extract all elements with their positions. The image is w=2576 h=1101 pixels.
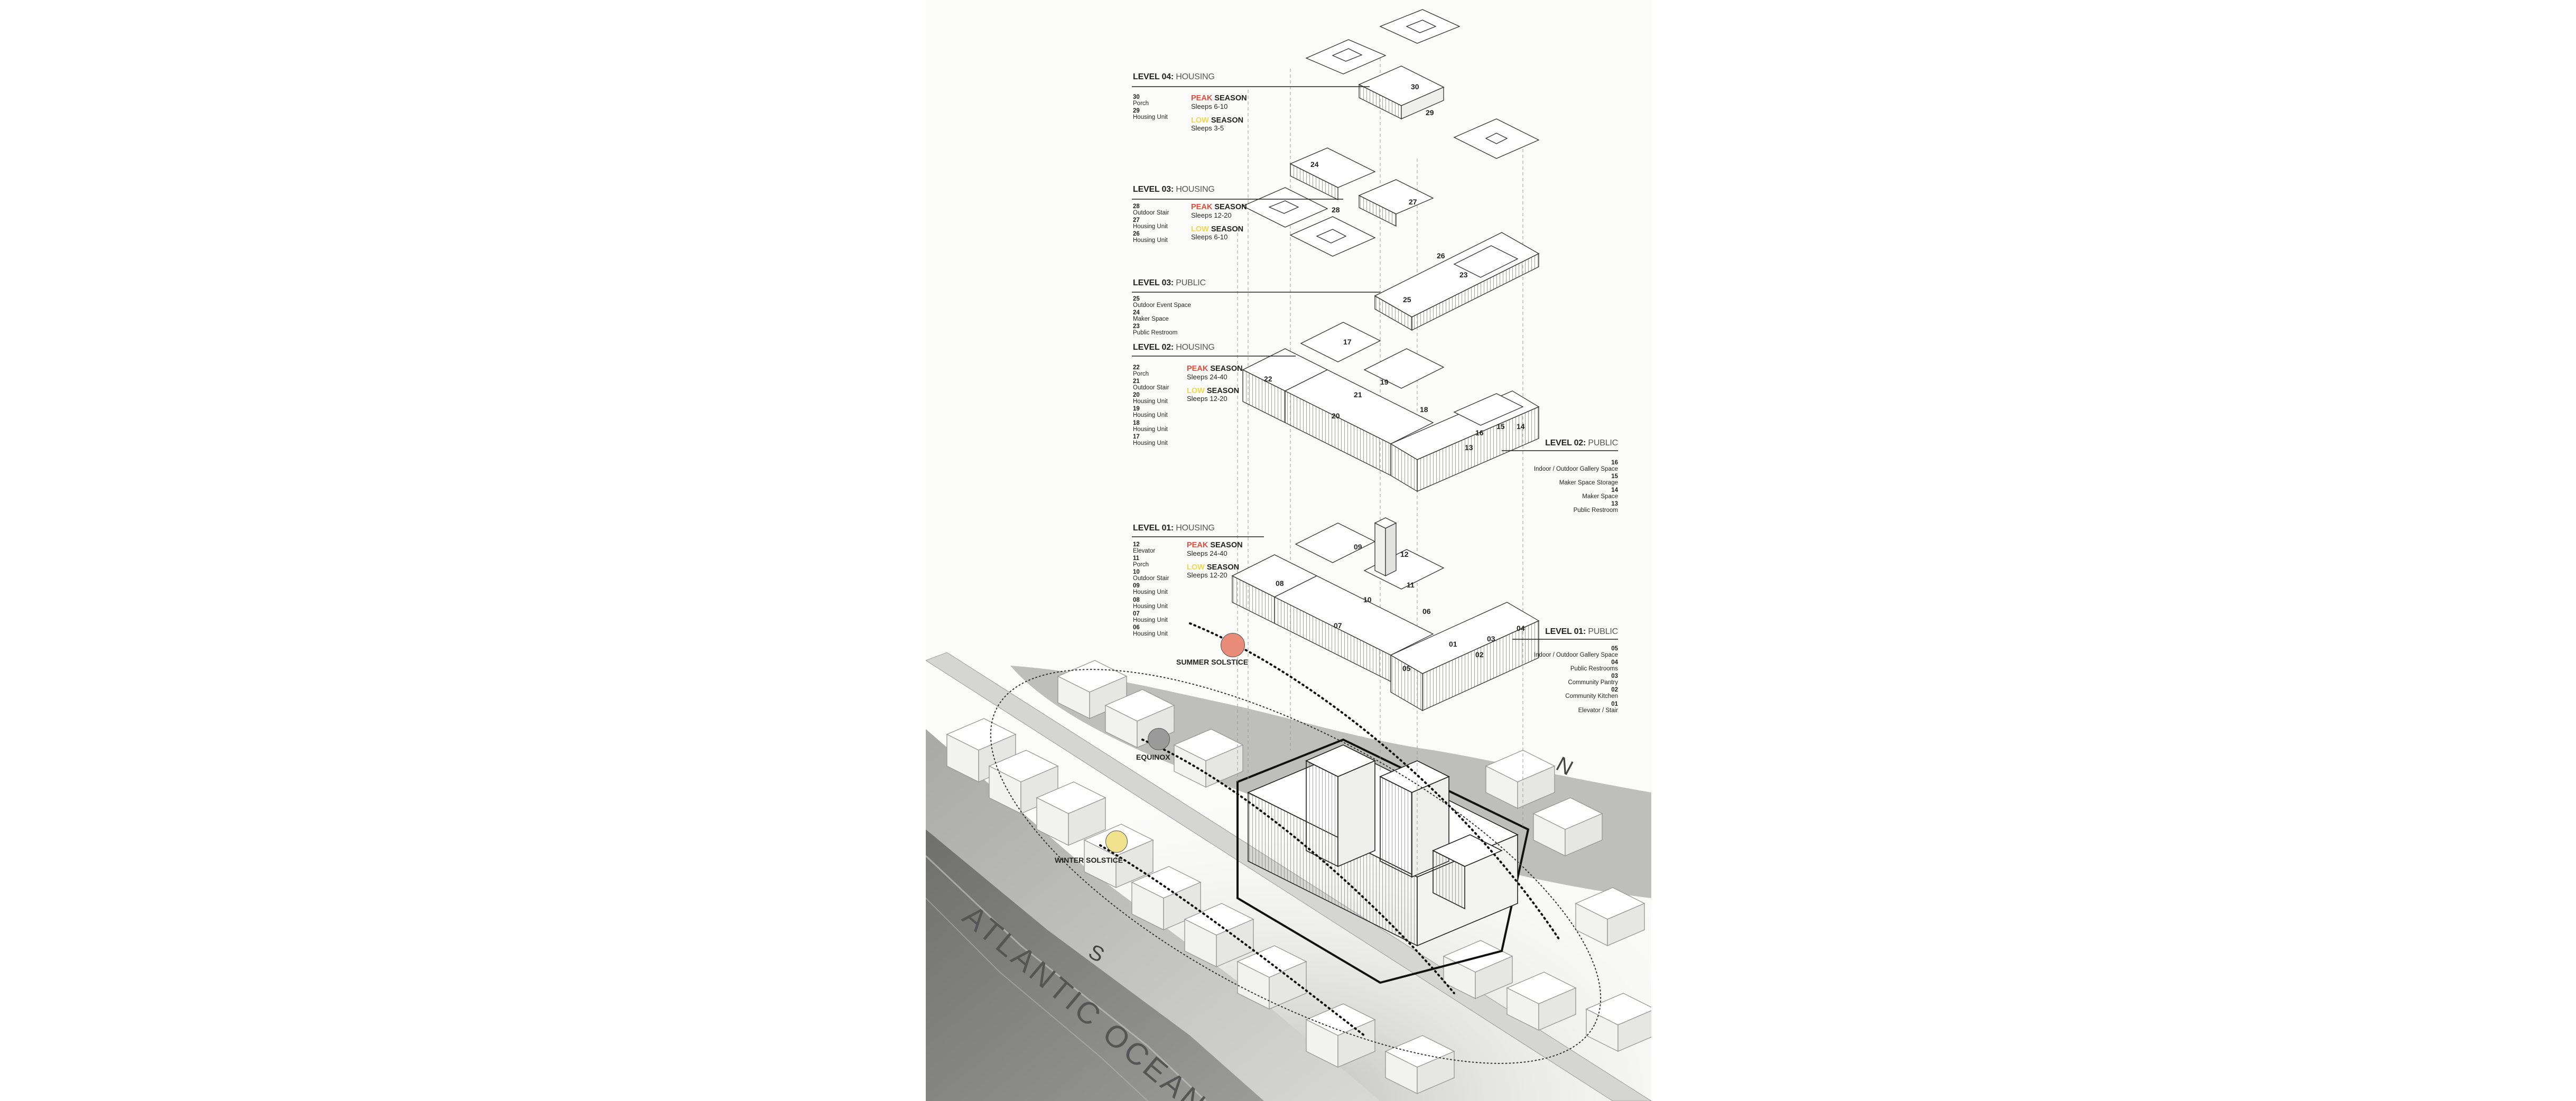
plan-number: 14 [1517,422,1525,431]
plan-number: 15 [1496,422,1505,431]
leader-lines [1132,86,1618,640]
plan-number: 06 [1422,607,1431,615]
axonometric-drawing: N S [926,9,1651,1101]
plan-number: 21 [1354,390,1362,399]
plan-number: 23 [1459,270,1468,279]
plan-number: 12 [1400,550,1409,558]
plan-number: 28 [1332,206,1340,214]
summer-solstice-label: SUMMER SOLSTICE [1176,658,1249,666]
plan-number: 29 [1426,108,1434,117]
plan-number: 30 [1411,82,1419,91]
plan-number: 25 [1403,295,1411,304]
equinox-sun-marker [1148,728,1170,750]
winter-sun-marker [1105,831,1128,853]
plan-number: 09 [1354,543,1362,551]
level-01-public-legend: LEVEL 01: PUBLIC [1545,627,1618,636]
level-03-season-block: PEAK SEASON Sleeps 12-20 LOW SEASON Slee… [1191,203,1247,241]
equinox-label: EQUINOX [1136,753,1170,761]
winter-arc [1099,844,1365,1037]
site-boundary [1236,738,1530,984]
plan-number: 27 [1409,198,1417,206]
ocean [926,829,1264,1101]
plan-number: 16 [1475,428,1484,437]
level-02-public-legend: LEVEL 02: PUBLIC [1545,438,1618,447]
plan-number: 10 [1363,595,1372,604]
level-03-public-plan [1374,232,1540,331]
level-03-housing-plan [1242,118,1540,257]
plan-number: 01 [1449,640,1457,648]
plan-number: 08 [1276,579,1284,587]
plan-number: 26 [1437,251,1445,260]
level-01-plan [1231,517,1540,712]
plan-number: 13 [1465,443,1473,452]
level-title: LEVEL 04: HOUSING [1133,72,1215,81]
horizon-ellipse [990,669,1602,1064]
plan-number: 11 [1407,581,1415,589]
winter-solstice-label: WINTER SOLSTICE [1055,856,1123,864]
plan-number: 04 [1517,624,1525,632]
level-04-housing-legend: LEVEL 04: HOUSING [1133,72,1215,82]
level-04-plan [1305,9,1461,120]
plan-number: 19 [1380,378,1389,386]
level-02-plan [1242,322,1540,492]
level-02-housing-legend: LEVEL 02: HOUSING [1133,343,1215,352]
context-houses [946,660,1651,1095]
plan-number: 22 [1264,375,1272,383]
plan-number: 02 [1475,650,1484,659]
level-04-season-block: PEAK SEASON Sleeps 6-10 LOW SEASON Sleep… [1191,94,1247,133]
plan-number: 24 [1310,160,1319,169]
level-03-housing-legend: LEVEL 03: HOUSING [1133,185,1215,194]
level-01-season-block: PEAK SEASON Sleeps 24-40 LOW SEASON Slee… [1187,541,1243,580]
summer-sun-marker [1221,633,1245,657]
plan-number: 17 [1343,338,1352,346]
level-02-season-block: PEAK SEASON Sleeps 24-40 LOW SEASON Slee… [1187,365,1243,403]
plan-number: 05 [1402,664,1411,673]
plan-number: 03 [1487,635,1495,643]
plan-number: 07 [1334,621,1342,630]
level-01-housing-legend: LEVEL 01: HOUSING [1133,524,1215,533]
plan-number: 18 [1420,405,1428,414]
equinox-arc [1141,739,1455,994]
plan-number: 20 [1332,412,1340,420]
level-03-public-legend: LEVEL 03: PUBLIC [1133,278,1206,287]
